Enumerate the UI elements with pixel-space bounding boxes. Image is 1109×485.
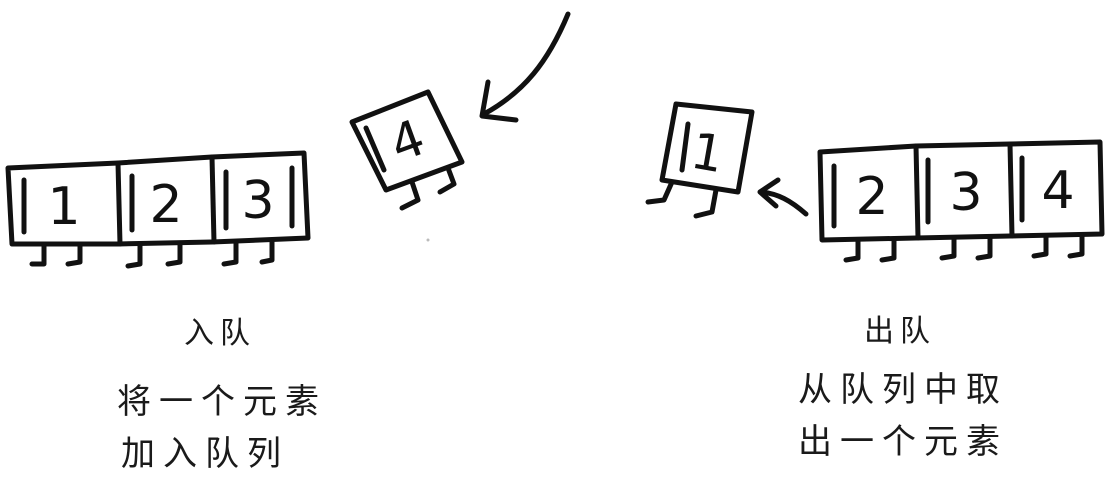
queue-cell-label: 2 — [855, 167, 888, 227]
incoming-item: 4 — [352, 92, 462, 208]
queue-leg — [696, 190, 716, 216]
queue-leg — [648, 182, 672, 202]
queue-cell-label: 3 — [949, 163, 982, 223]
queue-leg — [1034, 236, 1046, 256]
queue-leg — [224, 242, 236, 264]
enqueue-title: 入队 — [160, 308, 280, 352]
queue-leg — [128, 244, 140, 266]
enqueue-description-line1: 将一个元素 — [92, 376, 352, 428]
queue-leg — [262, 242, 272, 262]
queue-cell-label: 3 — [241, 171, 274, 231]
queue-leg — [846, 240, 858, 260]
queue-cell-label: 4 — [1041, 161, 1074, 221]
enqueue-arrow-shaft — [484, 14, 568, 114]
ink-speck — [427, 239, 430, 242]
dequeue-description-line2: 出一个元素 — [768, 416, 1038, 468]
queue-leg — [978, 238, 990, 258]
queue-cell-label: 1 — [47, 177, 80, 237]
queue-leg — [1070, 236, 1082, 256]
queue-leg — [942, 238, 954, 258]
dequeue-description-line1: 从队列中取 — [768, 364, 1038, 416]
dequeue-queue-divider — [1010, 144, 1012, 236]
queue-leg — [402, 182, 418, 208]
enqueue-arrow — [482, 14, 568, 120]
queue-cell-label: 2 — [149, 175, 182, 235]
enqueue-description-line2: 加入队列 — [90, 428, 320, 480]
enqueue-queue-divider — [212, 157, 214, 242]
queue-leg — [168, 243, 180, 264]
dequeue-queue: 2 3 4 — [820, 142, 1102, 260]
queue-leg — [882, 240, 894, 260]
dequeue-arrow-shaft — [762, 192, 806, 214]
enqueue-arrow-head — [482, 82, 516, 120]
outgoing-item: 1 — [648, 104, 752, 216]
dequeue-queue-divider — [916, 146, 918, 238]
enqueue-queue: 1 2 3 — [8, 153, 308, 266]
dequeue-arrow — [760, 180, 806, 214]
queue-leg — [68, 244, 80, 264]
incoming-item-label: 4 — [382, 108, 432, 173]
dequeue-title: 出队 — [840, 306, 960, 350]
enqueue-queue-divider — [118, 163, 120, 244]
queue-leg — [32, 244, 44, 264]
outgoing-item-label: 1 — [687, 122, 728, 185]
outgoing-item-inner — [682, 124, 688, 170]
